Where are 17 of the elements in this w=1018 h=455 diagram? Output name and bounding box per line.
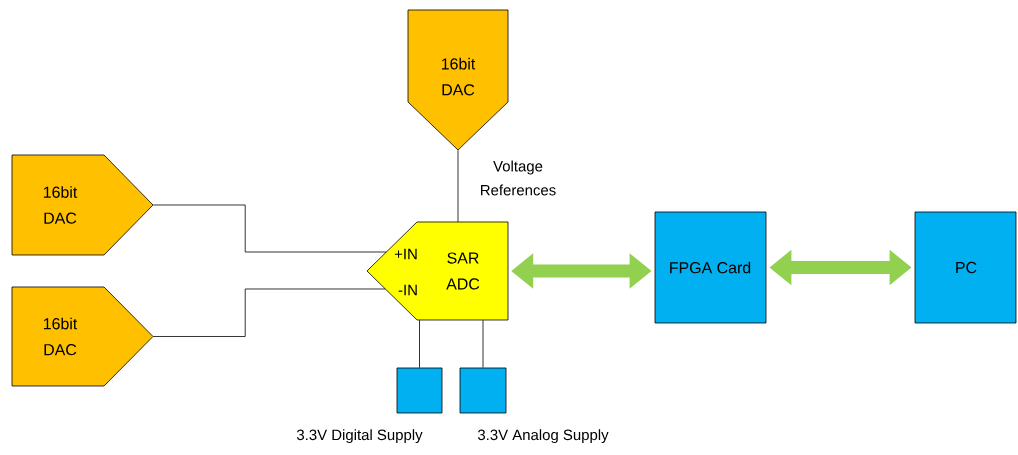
supply-label: 3.3V Analog Supply <box>477 429 609 444</box>
connector-line <box>419 319 420 368</box>
dac-block: 16bit DAC <box>11 154 154 256</box>
pin-label: +IN <box>394 248 417 260</box>
process-box: PC <box>914 211 1017 324</box>
pin-label: -IN <box>398 284 417 296</box>
supply-label: 3.3V Digital Supply <box>296 429 423 444</box>
connector-line <box>152 204 387 253</box>
connector-line <box>457 149 459 223</box>
supply-box <box>396 367 443 414</box>
connector-line <box>482 319 484 368</box>
dac-block: 16bit DAC <box>407 9 509 151</box>
process-box: FPGA Card <box>654 211 767 324</box>
dac-block: 16bit DAC <box>11 286 154 387</box>
connector-line <box>152 288 386 337</box>
supply-box <box>459 367 507 414</box>
edge-label: Voltage References <box>469 159 567 197</box>
